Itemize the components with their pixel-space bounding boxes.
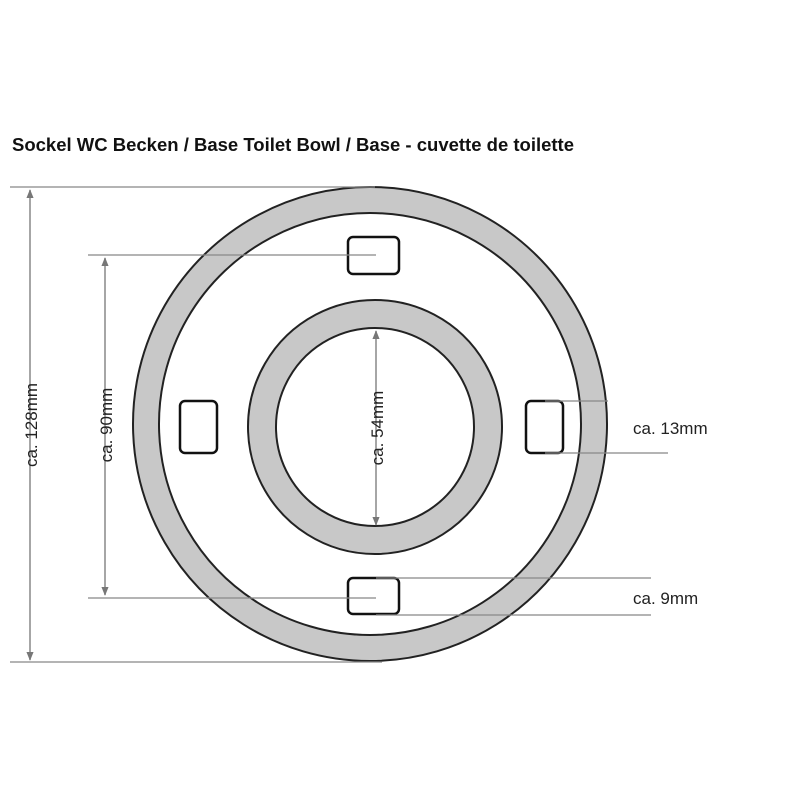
slot-bottom	[346, 576, 401, 616]
outer-diameter-label: ca. 128mm	[22, 383, 41, 467]
inner-ring	[247, 299, 503, 555]
slot-right	[524, 399, 565, 455]
slot-left	[178, 399, 219, 455]
inner-diameter-label: ca. 54mm	[368, 391, 387, 466]
drawing-title: Sockel WC Becken / Base Toilet Bowl / Ba…	[12, 134, 575, 155]
extension-lines	[10, 186, 668, 663]
hole-circle-label: ca. 90mm	[97, 388, 116, 463]
slot-length-label: ca. 13mm	[633, 419, 708, 438]
outer-ring	[132, 186, 608, 662]
slot-width-label: ca. 9mm	[633, 589, 698, 608]
